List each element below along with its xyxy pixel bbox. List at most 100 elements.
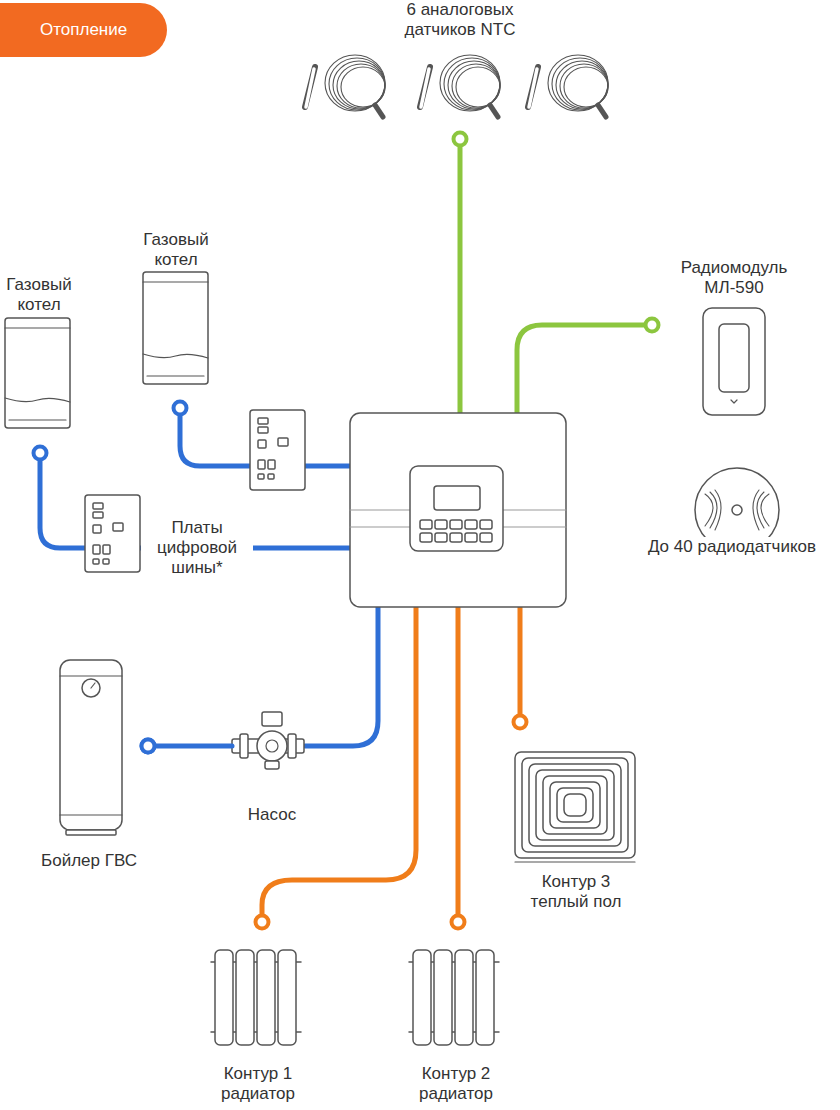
boiler-line bbox=[143, 281, 208, 282]
board-chip bbox=[268, 474, 274, 479]
radiator-section bbox=[434, 950, 452, 1045]
wire bbox=[518, 607, 523, 715]
pump-drawing bbox=[232, 712, 304, 769]
device-caption-box: Газовый котел bbox=[0, 275, 79, 315]
ntc-sensor bbox=[305, 55, 385, 117]
dhw-boiler bbox=[60, 660, 122, 835]
floor-loop bbox=[550, 782, 600, 828]
board-chip bbox=[103, 559, 109, 564]
radiator-drawing bbox=[409, 950, 499, 1045]
sensor-plug bbox=[375, 105, 383, 117]
boiler-body bbox=[5, 318, 70, 428]
sensor-coil bbox=[556, 61, 608, 109]
sensor-coil bbox=[341, 67, 385, 107]
sensor-coil bbox=[325, 55, 385, 111]
ntc-sensor bbox=[528, 55, 608, 117]
title-badge: Отопление bbox=[0, 3, 167, 57]
floor-loop bbox=[543, 776, 607, 834]
radio-module bbox=[703, 308, 765, 415]
device-caption: Насос bbox=[246, 805, 298, 825]
board-chip bbox=[258, 460, 265, 469]
sensor-probe bbox=[528, 67, 538, 107]
pump-rotor bbox=[266, 740, 278, 752]
board-chip bbox=[268, 460, 275, 469]
device-caption: Контур 2 радиатор bbox=[401, 1064, 511, 1104]
board-chip bbox=[93, 559, 99, 564]
sensor-probe bbox=[529, 69, 537, 107]
display-screen bbox=[434, 486, 480, 510]
annotation-label: 6 аналоговых датчиков NTC bbox=[383, 0, 537, 40]
ntc-sensor bbox=[420, 55, 500, 117]
boiler-line bbox=[147, 375, 204, 376]
gauge-needle bbox=[91, 683, 95, 688]
panel-button bbox=[465, 520, 477, 529]
wire-terminal bbox=[646, 319, 659, 332]
pipe-connector bbox=[150, 744, 232, 749]
device-caption: Радиомодуль МЛ-590 bbox=[669, 258, 799, 298]
tank-base bbox=[66, 830, 116, 835]
sensor-probe bbox=[305, 67, 315, 107]
sensor-arc bbox=[757, 492, 764, 528]
device-caption: Газовый котел bbox=[0, 275, 79, 315]
board-chip bbox=[93, 525, 101, 533]
sensor-plug bbox=[598, 105, 606, 117]
boiler-line bbox=[5, 398, 70, 402]
sensor-coil bbox=[448, 61, 500, 109]
device-caption: Бойлер ГВС bbox=[39, 851, 139, 871]
device-caption-box: Газовый котел bbox=[136, 230, 216, 270]
sensor-arc bbox=[715, 490, 721, 530]
board-outline bbox=[85, 495, 140, 572]
sensor-coil bbox=[560, 64, 608, 108]
pump-flange bbox=[288, 734, 296, 758]
wire-terminal bbox=[514, 716, 527, 729]
board-chip bbox=[93, 512, 103, 518]
panel-button bbox=[435, 533, 447, 542]
wire-terminal bbox=[256, 916, 269, 929]
panel-button bbox=[450, 533, 462, 542]
sensor-coil bbox=[329, 58, 385, 110]
sensor-coil bbox=[564, 67, 608, 107]
module-body bbox=[703, 308, 765, 415]
wire-terminal bbox=[142, 740, 155, 753]
bus-board bbox=[250, 410, 305, 490]
pump-flange bbox=[240, 734, 248, 758]
wire-terminal bbox=[142, 740, 155, 753]
sensor-coil bbox=[456, 67, 500, 107]
wire bbox=[456, 607, 461, 915]
sensor-coil bbox=[444, 58, 500, 110]
controller-housing bbox=[350, 413, 566, 607]
boiler-line bbox=[143, 354, 208, 358]
sensor-plug bbox=[490, 105, 498, 117]
wire bbox=[458, 146, 463, 413]
floor-loop bbox=[529, 764, 621, 846]
pump-body bbox=[257, 731, 287, 761]
device-caption: Контур 1 радиатор bbox=[203, 1064, 313, 1104]
panel-button bbox=[480, 533, 492, 542]
floor-loop bbox=[515, 752, 635, 858]
gas-boiler-drawing bbox=[5, 318, 70, 428]
device-caption-box: Бойлер ГВС bbox=[28, 655, 150, 871]
sensor-probe bbox=[306, 69, 314, 107]
radiator-section bbox=[476, 950, 494, 1045]
sensor-arc bbox=[705, 494, 713, 526]
wire bbox=[40, 460, 85, 548]
module-mark bbox=[731, 400, 737, 403]
sensor-coil bbox=[548, 55, 608, 111]
wire-terminal bbox=[174, 402, 187, 415]
board-chip bbox=[113, 523, 123, 531]
wire bbox=[305, 607, 378, 746]
boiler-line bbox=[9, 419, 66, 420]
board-chip bbox=[258, 440, 266, 448]
sensor-coil bbox=[552, 58, 608, 110]
wire bbox=[262, 607, 416, 915]
boiler-body bbox=[143, 272, 208, 384]
panel-button bbox=[480, 520, 492, 529]
sensor-arc bbox=[761, 494, 769, 526]
sensor-arc bbox=[710, 492, 717, 528]
sensor-coil bbox=[333, 61, 385, 109]
wire bbox=[180, 415, 250, 466]
panel-button bbox=[420, 520, 432, 529]
sensor-center bbox=[732, 505, 742, 515]
board-outline bbox=[250, 410, 305, 490]
pump-foot bbox=[265, 761, 279, 769]
